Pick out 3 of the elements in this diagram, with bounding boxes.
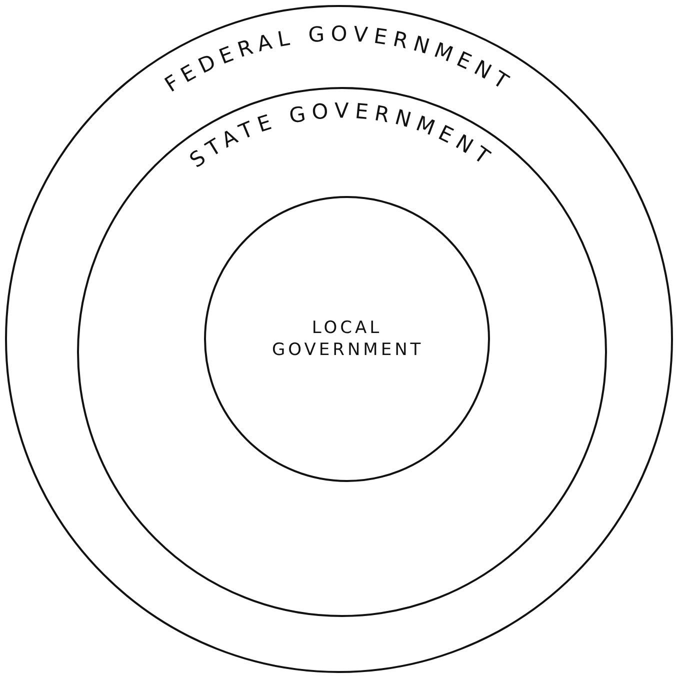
circle-heading: LOCAL GOVERNMENT — [272, 316, 422, 362]
government-circle — [204, 196, 490, 482]
government-circle — [5, 5, 673, 673]
